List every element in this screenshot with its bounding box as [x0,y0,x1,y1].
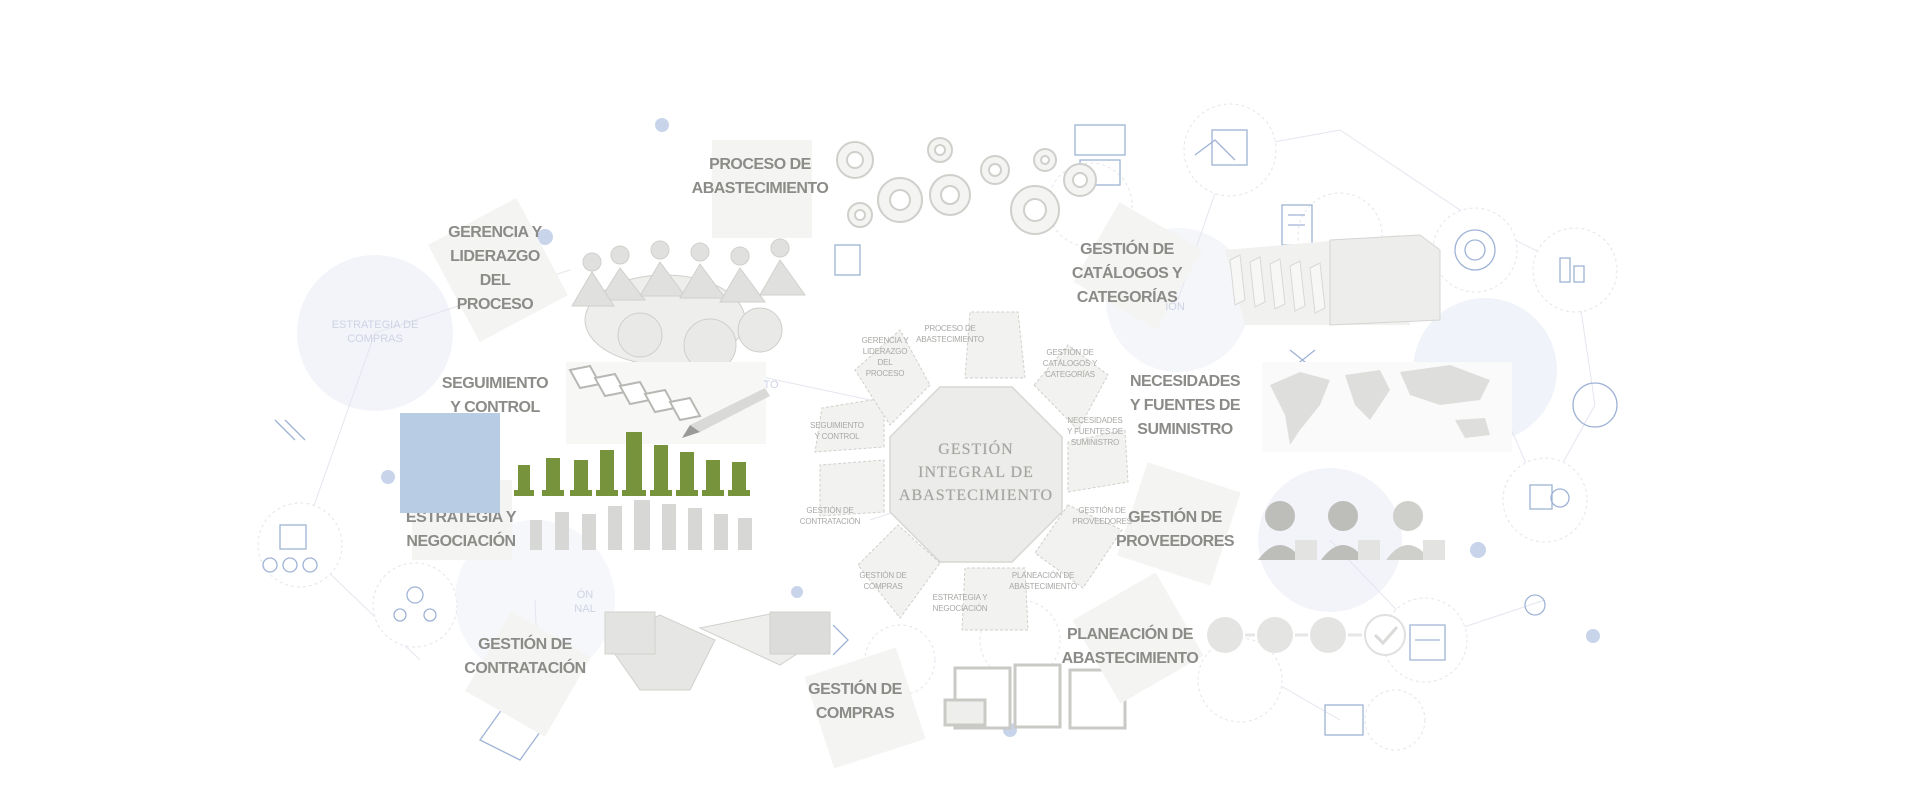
segment-estrategia: ESTRATEGIA Y NEGOCIACIÓN [932,593,988,613]
segment-compras: GESTIÓN DE COMPRAS [859,571,907,591]
network-nodes [257,103,1618,751]
segment-proveedores: GESTIÓN DE PROVEEDORES [1072,506,1132,526]
center-title: GESTIÓN INTEGRAL DE ABASTECIMIENTO [898,441,1054,504]
segment-gerencia: GERENCIA Y LIDERAZGO DEL PROCESO [861,336,909,378]
faint-label-estrategia-compras: ESTRATEGIA DE COMPRAS [331,319,419,345]
label-gestion-proveedores: GESTIÓN DE PROVEEDORES [1115,509,1235,550]
label-seguimiento-control: SEGUIMIENTO Y CONTROL [441,375,549,416]
world-map-icon [1262,362,1512,452]
label-gestion-compras: GESTIÓN DE COMPRAS [808,681,902,722]
segment-planeacion: PLANEACIÓN DE ABASTECIMIENTO [1009,571,1077,591]
plate-proceso [712,140,812,238]
label-planeacion-abastecimiento: PLANEACIÓN DE ABASTECIMIENTO [1061,626,1199,667]
label-estrategia-negociacion: ESTRATEGIA Y NEGOCIACIÓN [405,509,517,550]
faint-label-ion: IÓN [1165,301,1185,313]
segment-proceso: PROCESO DE ABASTECIMIENTO [916,324,984,344]
gears-icon [836,137,1097,235]
documents-icon [943,663,1127,730]
worker-avatars-icon [1258,501,1445,560]
segment-necesidades: NECESIDADES Y FUENTES DE SUMINISTRO [1067,416,1123,447]
checklist-pen-icon [566,362,770,444]
network-dots [381,118,1600,737]
people-chain-icon [571,238,806,372]
label-gerencia-liderazgo: GERENCIA Y LIDERAZGO DEL PROCESO [448,224,542,313]
planning-flow-icon [1207,614,1406,656]
segment-seguimiento: SEGUIMIENTO Y CONTROL [810,421,864,441]
faint-label-nacional: ÓN NAL [574,589,596,615]
label-proceso-abastecimiento: PROCESO DE ABASTECIMIENTO [691,156,829,197]
segment-catalogos: GESTIÓN DE CATÁLOGOS Y CATEGORÍAS [1042,348,1098,379]
file-folder-icon [1225,234,1441,326]
faint-label-to: TO [763,379,779,391]
central-wheel [814,311,1129,631]
chess-pieces-icon [514,432,752,550]
label-gestion-catalogos: GESTIÓN DE CATÁLOGOS Y CATEGORÍAS [1071,241,1183,306]
segment-contratacion: GESTIÓN DE CONTRATACIÓN [799,506,861,526]
label-necesidades-fuentes: NECESIDADES Y FUENTES DE SUMINISTRO [1129,373,1241,438]
label-gestion-contratacion: GESTIÓN DE CONTRATACIÓN [464,636,586,677]
handshake-icon [604,611,832,691]
blue-overlay-block [400,413,500,513]
